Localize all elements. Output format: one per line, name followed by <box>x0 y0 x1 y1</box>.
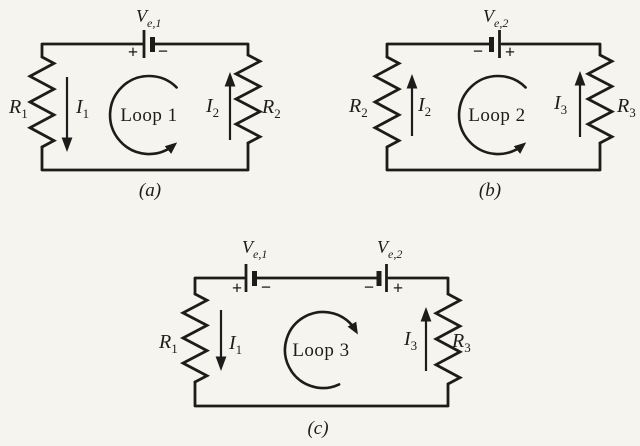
caption-a: (a) <box>139 180 161 201</box>
battery-c-Ve2-label: Ve,2 <box>377 237 402 261</box>
circuit-b: − + Ve,2 R2 I2 Loop 2 I3 R3 (b) <box>348 6 636 201</box>
loop-3-arrow <box>283 310 358 390</box>
resistor-R3c-label: R3 <box>451 330 471 355</box>
battery-c-Ve1-minus-sign: − <box>261 277 271 297</box>
wire-top-left-a <box>40 42 144 59</box>
wire-bottom-c <box>193 380 450 408</box>
resistor-R3-zigzag <box>584 53 616 145</box>
caption-b: (b) <box>479 180 501 201</box>
loop-3-label: Loop 3 <box>292 340 349 361</box>
current-I1c-label: I1 <box>228 332 242 357</box>
battery-Ve1-minus-sign: − <box>158 41 168 61</box>
current-I2-arrowhead-up-icon <box>224 72 236 87</box>
wire-bottom-b <box>385 141 602 172</box>
battery-Ve2-plus-sign: + <box>505 42 515 62</box>
loop-2-label: Loop 2 <box>468 105 525 126</box>
current-I3b-label: I3 <box>553 92 567 117</box>
current-I1-label: I1 <box>75 96 89 121</box>
loop-1-label: Loop 1 <box>120 105 177 126</box>
battery-c-Ve2-minus-sign: − <box>364 277 374 297</box>
wire-top-left-b <box>385 42 491 59</box>
wire-top-left-c <box>193 276 246 296</box>
battery-c-Ve1-plus-sign: + <box>232 278 242 298</box>
loop-2-arrow <box>457 74 527 156</box>
resistor-R2-label: R2 <box>261 96 281 121</box>
battery-c-Ve2-plus-sign: + <box>393 278 403 298</box>
battery-c-Ve1-label: Ve,1 <box>242 237 267 261</box>
wire-top-right-a <box>152 42 250 57</box>
wire-top-right-c <box>387 276 450 296</box>
resistor-R1-label: R1 <box>8 96 28 121</box>
resistor-R3-label: R3 <box>616 95 636 120</box>
current-I3b-arrowhead-up-icon <box>574 71 586 86</box>
circuit-a: + − Ve,1 R1 I1 Loop 1 I2 R2 (a) <box>8 6 281 201</box>
battery-Ve1-plus-sign: + <box>128 42 138 62</box>
circuit-c: + − Ve,1 − + Ve,2 R1 I1 Loop 3 I3 R3 (c) <box>158 237 471 439</box>
resistor-R2b-zigzag <box>372 55 402 149</box>
resistor-R2b-label: R2 <box>348 95 368 120</box>
wire-top-right-b <box>500 42 602 57</box>
current-I1-arrowhead-down-icon <box>61 137 73 152</box>
current-I2-label: I2 <box>205 95 219 120</box>
battery-Ve1-label: Ve,1 <box>136 6 161 30</box>
battery-Ve2-minus-sign: − <box>473 41 483 61</box>
current-I2b-label: I2 <box>417 94 431 119</box>
loop-1-arrow <box>108 74 178 156</box>
current-I3c-label: I3 <box>403 328 417 353</box>
current-I2b-arrowhead-up-icon <box>406 74 418 89</box>
resistor-R3c-zigzag <box>433 292 463 386</box>
resistor-R1-zigzag <box>27 55 57 149</box>
wire-bottom-a <box>40 141 250 172</box>
battery-Ve2-label: Ve,2 <box>483 6 508 30</box>
resistor-R1c-zigzag <box>179 292 211 384</box>
caption-c: (c) <box>307 418 328 439</box>
current-I1c-arrowhead-down-icon <box>215 356 227 371</box>
current-I3c-arrowhead-up-icon <box>420 307 432 322</box>
resistor-R2-zigzag <box>232 53 264 145</box>
resistor-R1c-label: R1 <box>158 331 178 356</box>
